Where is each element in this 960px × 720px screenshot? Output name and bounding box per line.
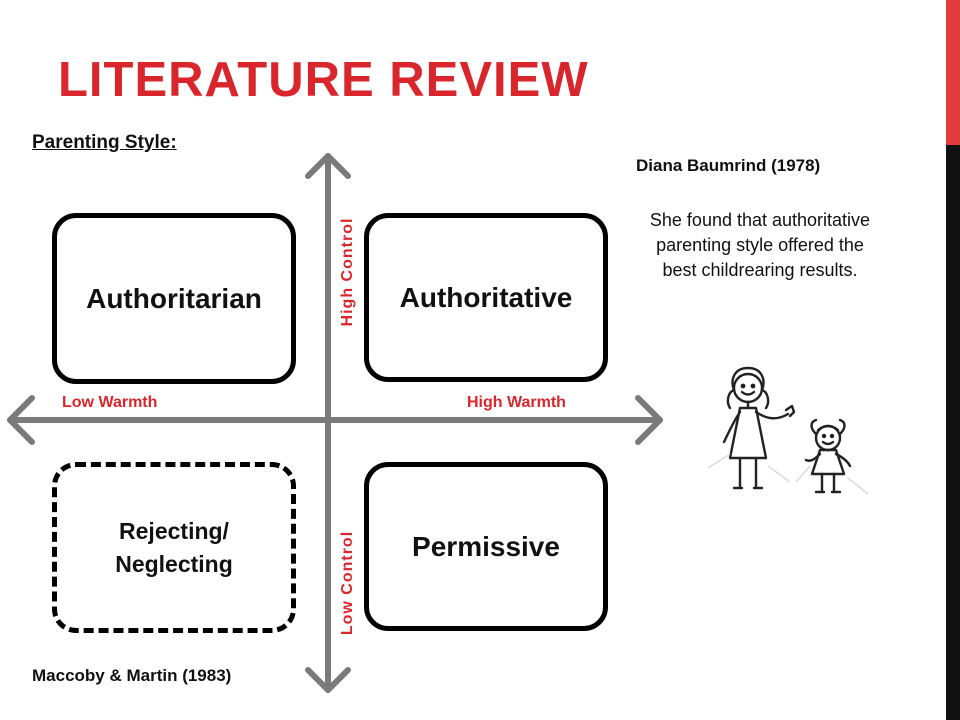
finding-text: She found that authoritative parenting s…: [649, 210, 871, 280]
left-arrowhead: [7, 395, 35, 445]
high-warmth-label: High Warmth: [467, 394, 566, 411]
parenting-style-heading: Parenting Style:: [32, 132, 177, 153]
quadrant-rejecting-neglecting: Rejecting/ Neglecting: [52, 462, 296, 633]
maccoby-martin-citation: Maccoby & Martin (1983): [32, 666, 232, 685]
quadrant-permissive: Permissive: [364, 462, 608, 631]
sidebar-bar: [946, 0, 960, 720]
baumrind-citation: Diana Baumrind (1978): [636, 156, 821, 175]
sidebar-accent: [946, 0, 960, 145]
quadrant-authoritative: Authoritative: [364, 213, 608, 382]
low-warmth-label: Low Warmth: [62, 394, 158, 411]
quadrant-authoritarian: Authoritarian: [52, 213, 296, 384]
low-control-label: Low Control: [339, 530, 356, 636]
mother-and-child-icon: [707, 366, 869, 495]
high-control-label: High Control: [339, 217, 356, 327]
quadrant-label: Permissive: [412, 530, 560, 562]
right-arrowhead: [635, 395, 663, 445]
slide-title: LITERATURE REVIEW: [58, 53, 589, 107]
top-arrowhead: [305, 153, 351, 179]
quadrant-label: Authoritarian: [86, 282, 262, 314]
bottom-arrowhead: [305, 667, 351, 693]
quadrant-label: Authoritative: [399, 281, 573, 313]
quadrant-label: Rejecting/ Neglecting: [115, 518, 233, 577]
